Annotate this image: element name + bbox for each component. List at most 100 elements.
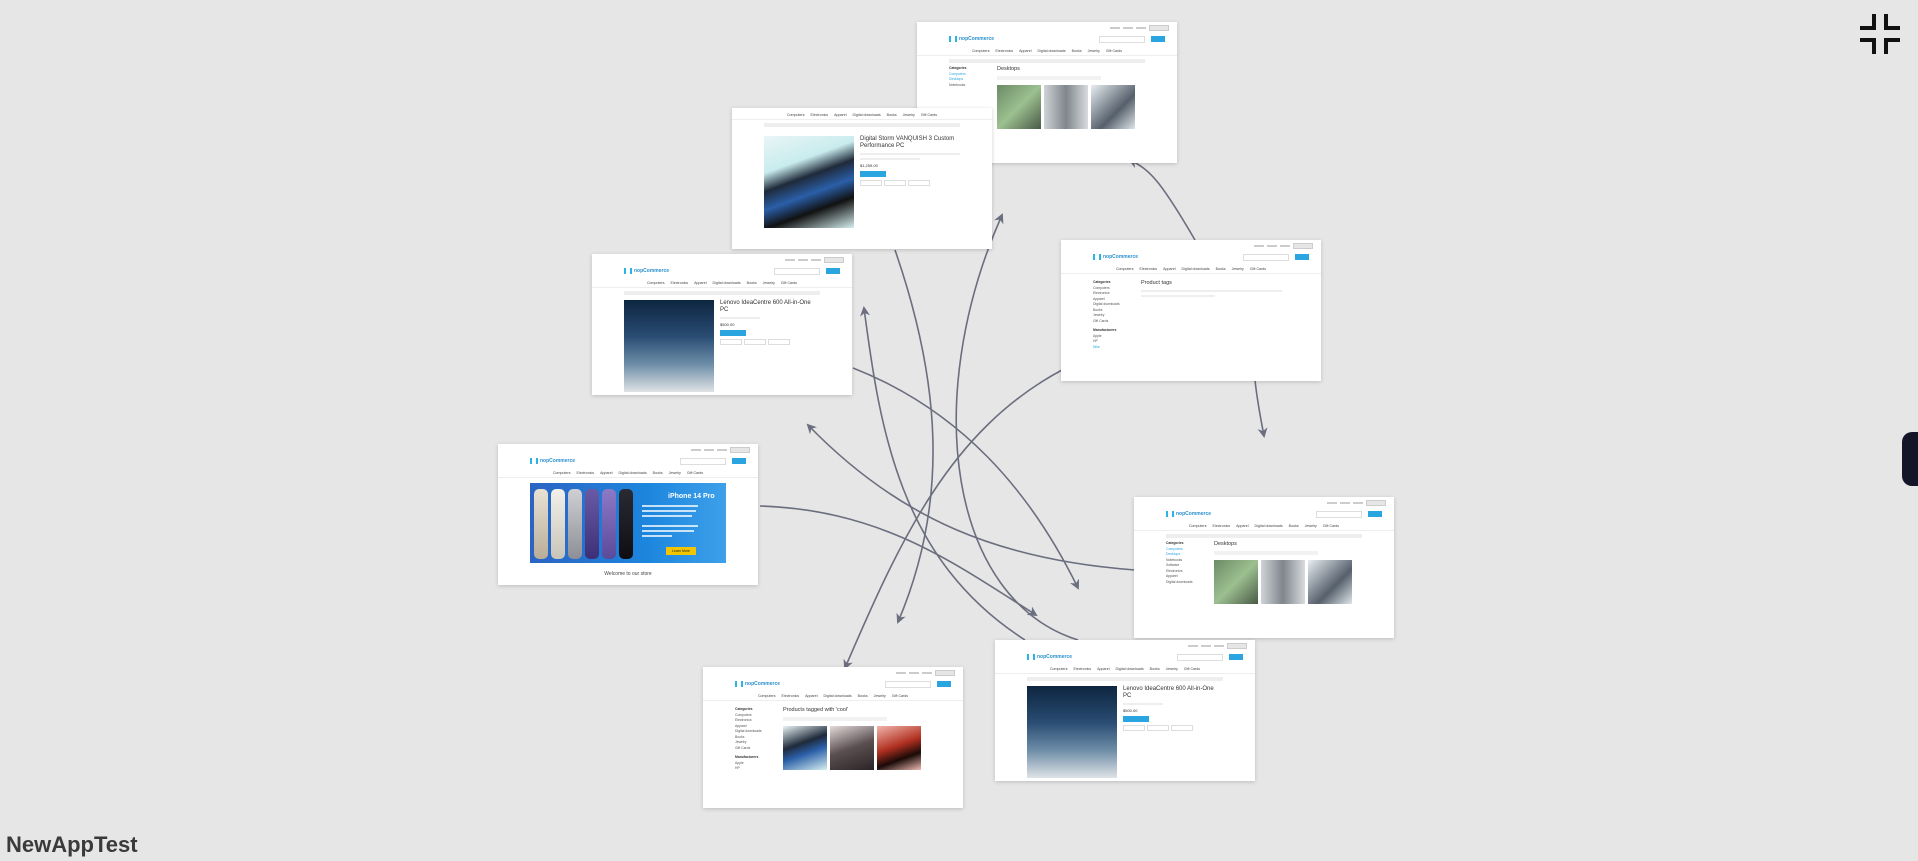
top-links xyxy=(917,22,1177,32)
search-button xyxy=(732,458,746,464)
flow-arrow xyxy=(1128,159,1196,241)
breadcrumb xyxy=(764,123,960,127)
page-title: Products tagged with 'cool' xyxy=(783,707,849,713)
learn-more-button[interactable]: Learn More xyxy=(666,547,696,555)
top-links xyxy=(1134,497,1394,507)
sort-bar xyxy=(783,717,887,721)
breadcrumb xyxy=(624,291,820,295)
flow-arrow xyxy=(955,213,1079,641)
store-logo: nopCommerce xyxy=(1027,654,1072,660)
product-name: Lenovo IdeaCentre 600 All-in-One PC xyxy=(1123,686,1214,699)
search-button xyxy=(1229,654,1243,660)
product-price: $1,259.00 xyxy=(860,163,878,168)
product-image xyxy=(997,85,1041,129)
store-logo: nopCommerce xyxy=(1093,254,1138,260)
sort-bar xyxy=(1214,551,1318,555)
phones-image xyxy=(534,489,633,559)
flow-arrow xyxy=(860,306,1026,641)
add-to-cart-button[interactable] xyxy=(860,171,886,177)
product-image xyxy=(1044,85,1088,129)
home-banner: iPhone 14 Pro Learn More xyxy=(530,483,726,563)
product-actions xyxy=(860,180,960,186)
flow-arrow xyxy=(806,423,1136,571)
product-name: Lenovo IdeaCentre 600 All-in-One PC xyxy=(720,300,811,313)
category-sidebar: Categories Computers Electronics Apparel… xyxy=(735,707,762,770)
project-title: NewAppTest xyxy=(6,832,138,857)
flow-arrow xyxy=(894,249,934,624)
search-input xyxy=(1316,510,1362,518)
flow-arrow xyxy=(1254,379,1268,438)
product-price: $500.00 xyxy=(720,322,735,327)
product-price: $500.00 xyxy=(1123,708,1138,713)
search-input xyxy=(1243,253,1289,261)
top-links xyxy=(1061,240,1321,250)
category-sidebar: Categories Computers Desktops Notebooks … xyxy=(1166,541,1193,584)
search-input xyxy=(1099,35,1145,43)
welcome-heading: Welcome to our store xyxy=(604,571,652,577)
side-panel-handle[interactable] xyxy=(1902,432,1918,486)
product-image xyxy=(1091,85,1135,129)
store-logo: nopCommerce xyxy=(735,681,780,687)
search-button xyxy=(1151,36,1165,42)
store-logo: nopCommerce xyxy=(1166,511,1211,517)
store-logo: nopCommerce xyxy=(949,36,994,42)
search-button xyxy=(1368,511,1382,517)
breadcrumb xyxy=(949,59,1145,63)
product-image xyxy=(1308,560,1352,604)
page-title: Desktops xyxy=(1214,541,1237,547)
product-image xyxy=(877,726,921,770)
breadcrumb xyxy=(1027,677,1223,681)
category-sidebar: Categories Computers Desktops Notebooks xyxy=(949,66,967,87)
banner-title: iPhone 14 Pro xyxy=(668,493,715,500)
product-actions xyxy=(720,339,820,345)
product-actions xyxy=(1123,725,1223,731)
search-input xyxy=(1177,653,1223,661)
product-name: Digital Storm VANQUISH 3 Custom Performa… xyxy=(860,136,955,149)
product-image xyxy=(624,300,714,392)
search-input xyxy=(680,457,726,465)
search-button xyxy=(1295,254,1309,260)
add-to-cart-button[interactable] xyxy=(720,330,746,336)
top-links xyxy=(703,667,963,677)
flow-arrow xyxy=(759,505,1038,617)
search-input xyxy=(774,267,820,275)
flow-arrow xyxy=(852,367,1079,590)
top-links xyxy=(592,254,852,264)
page-title: Product tags xyxy=(1141,280,1172,286)
store-logo: nopCommerce xyxy=(530,458,575,464)
flow-arrow xyxy=(843,369,1063,670)
top-links xyxy=(995,640,1255,650)
sort-bar xyxy=(997,76,1101,80)
product-image xyxy=(764,136,854,228)
collapse-icon[interactable] xyxy=(1860,14,1900,54)
product-image xyxy=(1027,686,1117,778)
search-button xyxy=(826,268,840,274)
category-sidebar: Categories Computers Electronics Apparel… xyxy=(1093,280,1120,349)
breadcrumb xyxy=(1166,534,1362,538)
search-button xyxy=(937,681,951,687)
product-image xyxy=(1261,560,1305,604)
page-title: Desktops xyxy=(997,66,1020,72)
add-to-cart-button[interactable] xyxy=(1123,716,1149,722)
search-input xyxy=(885,680,931,688)
product-image xyxy=(783,726,827,770)
top-links xyxy=(498,444,758,454)
product-image xyxy=(1214,560,1258,604)
product-image xyxy=(830,726,874,770)
store-logo: nopCommerce xyxy=(624,268,669,274)
